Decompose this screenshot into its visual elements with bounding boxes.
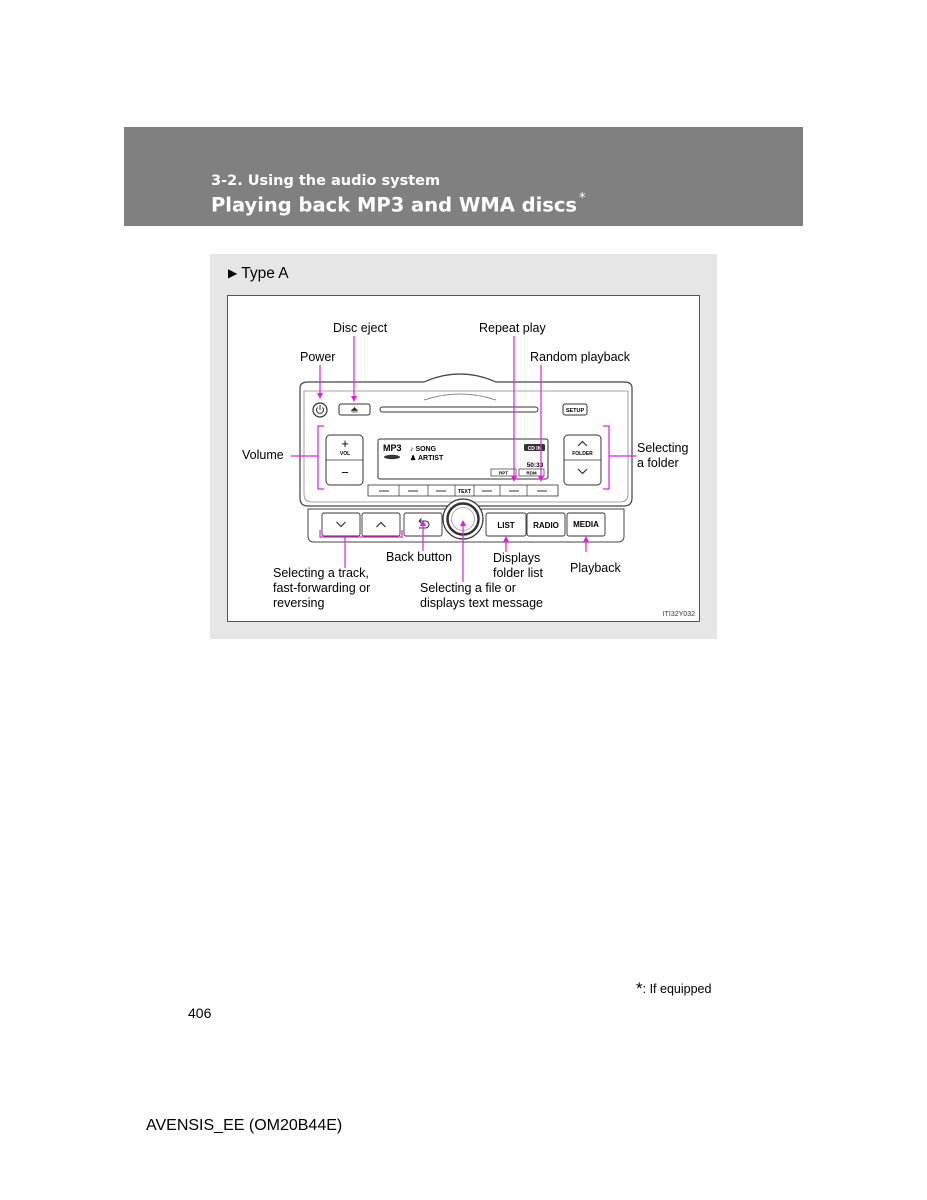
callout-playback: Playback [570, 561, 621, 575]
media-label: MEDIA [573, 520, 599, 529]
type-label-text: Type A [241, 265, 289, 282]
radio-button [526, 512, 566, 537]
display-time: 50:33 [527, 462, 544, 469]
triangle-icon: ▶ [228, 266, 238, 280]
figure-box: SETUP + VOL − MP3 ♪ SONG ♟ ARTIST CD IN … [227, 295, 700, 622]
folder-down-icon [577, 468, 588, 475]
disc-slot [379, 406, 539, 413]
track-up-button [361, 512, 401, 537]
radio-label: RADIO [533, 521, 559, 530]
page-title: Playing back MP3 and WMA discs* [211, 191, 586, 217]
footnote-text: : If equipped [642, 982, 712, 996]
track-down-icon [336, 521, 346, 528]
back-icon [418, 518, 430, 529]
rpt-indicator [490, 468, 517, 477]
preset-strip [367, 484, 559, 497]
cd-in-label: CD IN [528, 446, 542, 452]
callout-selecting-track-line-1: Selecting a track, [273, 566, 369, 580]
callout-disc-eject: Disc eject [333, 321, 388, 335]
callout-displays-folder-list-line-2: folder list [493, 566, 544, 580]
folder-up-icon [577, 440, 588, 447]
callout-displays-folder-list-line-1: Displays [493, 551, 541, 565]
callout-back-button: Back button [386, 550, 453, 564]
callout-power: Power [300, 350, 336, 364]
track-down-button [321, 512, 361, 537]
callout-selecting-track-line-3: reversing [273, 596, 325, 610]
page-number: 406 [188, 1005, 212, 1021]
callout-lines [291, 336, 636, 582]
track-up-icon [376, 521, 386, 528]
type-label: ▶Type A [228, 265, 289, 283]
footnote: *: If equipped [636, 978, 711, 998]
callout-selecting-file-line-2: displays text message [420, 596, 543, 610]
display-mp3: MP3 [383, 443, 402, 453]
cd-in-badge [524, 444, 545, 451]
callout-repeat-play: Repeat play [479, 321, 546, 335]
vol-minus: − [341, 465, 349, 480]
document-code: AVENSIS_EE (OM20B44E) [146, 1117, 343, 1134]
rpt-label: RPT [499, 471, 508, 476]
callout-displays-folder-list: Displays folder list [493, 551, 543, 581]
unit-bezel-inner [303, 390, 629, 503]
display-artist: ♟ ARTIST [410, 454, 444, 462]
display-song: ♪ SONG [410, 446, 437, 453]
audio-unit-illustration: SETUP + VOL − MP3 ♪ SONG ♟ ARTIST CD IN … [291, 336, 636, 582]
figure-code: ITI32Y032 [662, 611, 695, 618]
page-title-text: Playing back MP3 and WMA discs [211, 193, 578, 217]
figure-panel: ▶Type A SETUP + VOL − [210, 254, 717, 639]
callout-selecting-file-line-1: Selecting a file or [420, 581, 516, 595]
callout-selecting-folder-line-1: Selecting [637, 441, 689, 455]
section-label: 3-2. Using the audio system [211, 173, 441, 189]
eject-icon [350, 407, 359, 413]
setup-button [562, 403, 588, 416]
callout-selecting-folder: Selecting a folder [637, 441, 688, 471]
folder-label: FOLDER [572, 451, 593, 457]
callout-selecting-track-line-2: fast-forwarding or [273, 581, 371, 595]
vol-label: VOL [340, 451, 350, 457]
text-button-label: TEXT [458, 489, 471, 495]
callout-selecting-file: Selecting a file or displays text messag… [420, 581, 543, 611]
footnote-mark: * [636, 979, 643, 998]
rdm-indicator [518, 468, 545, 477]
rdm-label: RDM [526, 471, 536, 476]
setup-label: SETUP [566, 408, 585, 414]
callout-random-playback: Random playback [530, 350, 631, 364]
disc-icon [384, 454, 400, 460]
disc-slot-hood [423, 393, 497, 401]
callout-selecting-track: Selecting a track, fast-forwarding or re… [273, 566, 370, 611]
header-band: 3-2. Using the audio system Playing back… [124, 127, 803, 226]
power-icon [316, 405, 324, 414]
list-label: LIST [497, 521, 514, 530]
equipped-mark: * [579, 191, 586, 206]
callout-selecting-folder-line-2: a folder [637, 456, 679, 470]
callout-volume: Volume [242, 448, 284, 462]
vol-plus: + [341, 436, 349, 451]
